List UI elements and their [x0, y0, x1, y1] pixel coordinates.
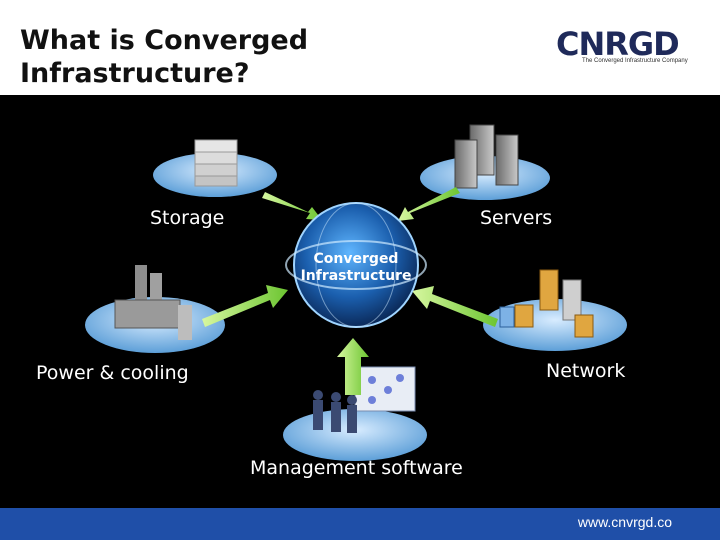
management-label: Management software [250, 457, 463, 479]
footer-url[interactable]: www.cnvrgd.co [577, 514, 672, 530]
arrow-network [412, 286, 498, 327]
storage-icon [194, 139, 238, 187]
company-logo: CNRGD The Converged Infrastructure Compa… [556, 22, 696, 72]
storage-label: Storage [150, 207, 224, 229]
diagram-panel: Converged Infrastructure Storage Servers… [0, 95, 720, 508]
management-icon [313, 366, 416, 433]
power-cooling-icon [114, 265, 192, 340]
servers-label: Servers [480, 207, 552, 229]
servers-icon [454, 124, 519, 189]
arrow-servers [398, 187, 460, 221]
logo-wordmark: CNRGD [556, 25, 680, 63]
center-label-line2: Infrastructure [301, 268, 412, 284]
slide-title: What is Converged Infrastructure? [20, 25, 309, 89]
power-cooling-label: Power & cooling [36, 362, 189, 384]
center-label-line1: Converged [314, 251, 399, 267]
logo-tagline: The Converged Infrastructure Company [582, 58, 688, 64]
arrow-storage [262, 192, 322, 220]
converged-infrastructure-globe: Converged Infrastructure [285, 202, 427, 328]
arrow-power [202, 285, 288, 327]
network-label: Network [546, 360, 625, 382]
network-icon [499, 269, 594, 338]
arrow-management [337, 338, 369, 395]
footer-bar: www.cnvrgd.co [0, 508, 720, 540]
converged-infrastructure-diagram: Converged Infrastructure Storage Servers… [36, 124, 627, 479]
